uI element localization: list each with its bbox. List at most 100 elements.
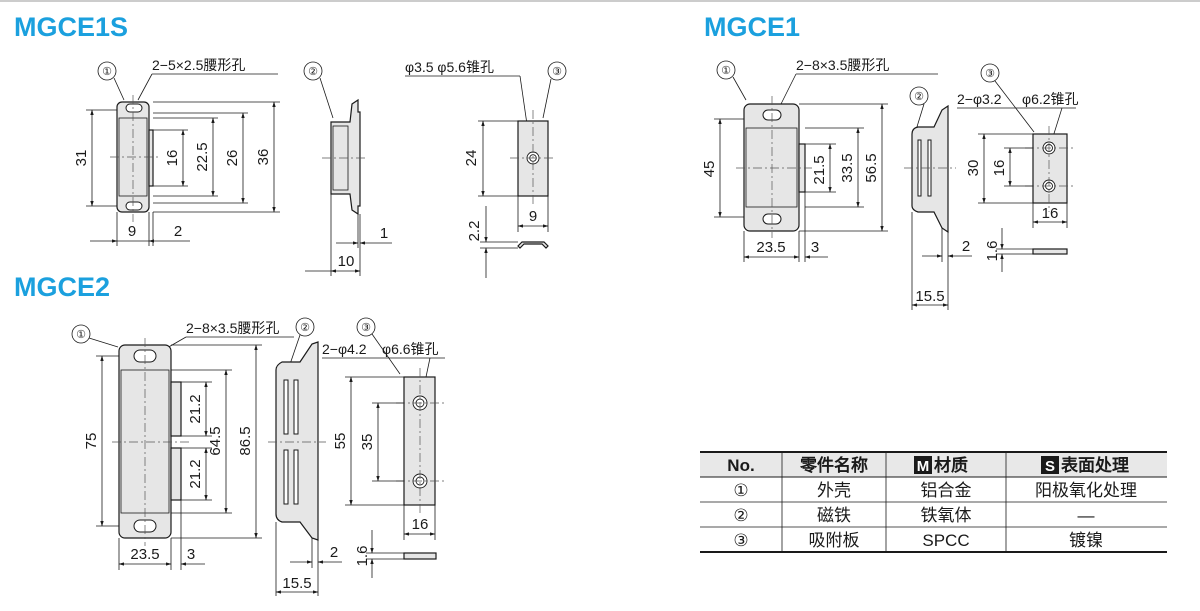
svg-text:15.5: 15.5 [915,288,944,305]
svg-text:①: ① [102,66,112,78]
mgce1s-dimensions: 31 16 22.5 26 36 9 2 [73,101,280,246]
svg-text:1: 1 [380,225,388,242]
svg-text:3: 3 [187,546,195,563]
svg-text:10: 10 [338,253,355,270]
svg-text:外壳: 外壳 [817,481,851,500]
svg-text:35: 35 [359,434,376,451]
material-badge-label: M [917,458,930,475]
table-row: ① 外壳 铝合金 阳极氧化处理 [733,481,1137,500]
mgce1-title: MGCE1 [704,12,800,42]
svg-text:15.5: 15.5 [282,575,311,592]
mgce2-plate-note-2: φ6.6锥孔 [382,341,439,357]
svg-text:2: 2 [174,223,182,240]
mgce2-section: MGCE2 ① 2−8×3.5腰形孔 75 21.2 [14,272,445,596]
svg-text:36: 36 [255,149,272,166]
table-header-material: 材质 [934,455,968,475]
svg-text:21.2: 21.2 [187,394,204,423]
svg-text:24: 24 [463,150,480,167]
svg-text:33.5: 33.5 [839,153,856,182]
svg-text:1.6: 1.6 [354,546,371,567]
svg-text:①: ① [76,329,86,341]
svg-text:SPCC: SPCC [922,531,969,550]
svg-text:21.2: 21.2 [187,459,204,488]
svg-text:①: ① [733,481,748,500]
mgce1-section: MGCE1 ① 2−8×3.5腰形孔 45 21.5 [701,12,1079,310]
material-badge [914,456,932,474]
mgce2-balloon-1: ① [71,324,119,348]
mgce2-housing-front [112,338,190,546]
svg-text:64.5: 64.5 [207,426,224,455]
table-row: ③ 吸附板 SPCC 镀镍 [733,531,1103,550]
mgce1-housing-front [736,96,812,238]
svg-text:2.2: 2.2 [466,221,483,242]
table-row: ② 磁铁 铁氧体 — [733,506,1094,525]
svg-text:③: ③ [985,68,995,80]
svg-text:22.5: 22.5 [194,142,211,171]
mgce2-hole-note: 2−8×3.5腰形孔 [186,320,279,336]
svg-text:45: 45 [701,161,718,178]
mgce1s-magnet-side: ② 1 10 [303,61,392,276]
mgce1s-hole-note: 2−5×2.5腰形孔 [152,57,245,73]
svg-text:铁氧体: 铁氧体 [921,506,972,525]
svg-text:16: 16 [991,160,1008,177]
svg-text:16: 16 [412,516,429,533]
svg-text:2: 2 [962,238,970,255]
mgce1s-plate: φ3.5 φ5.6锥孔 ③ 24 9 2.2 [405,59,567,278]
svg-text:30: 30 [965,160,982,177]
table-header-bg [700,452,1167,477]
mgce1-plate: ③ 2−φ3.2 φ6.2锥孔 30 16 16 [957,63,1079,272]
svg-text:2: 2 [330,544,338,561]
mgce2-dimensions: 75 21.2 21.2 64.5 86.5 23.5 3 [83,344,262,570]
svg-text:16: 16 [164,150,181,167]
mgce1-hole-note: 2−8×3.5腰形孔 [796,57,889,73]
svg-text:磁铁: 磁铁 [817,506,851,525]
svg-text:9: 9 [128,223,136,240]
table-header-name: 零件名称 [799,455,868,475]
mgce1s-housing-front [110,95,160,222]
mgce2-title: MGCE2 [14,272,110,302]
svg-text:②: ② [914,91,924,103]
mgce1s-plate-note: φ3.5 φ5.6锥孔 [405,59,494,75]
mgce1-plate-note: 2−φ3.2 [957,91,1002,107]
mgce2-plate-note: 2−φ4.2 [322,341,367,357]
svg-text:9: 9 [529,208,537,225]
surface-badge [1041,456,1059,474]
mgce1-plate-note-2: φ6.2锥孔 [1022,91,1079,107]
svg-text:21.5: 21.5 [811,155,828,184]
svg-text:①: ① [721,65,731,77]
svg-text:31: 31 [73,150,90,167]
svg-text:16: 16 [1042,205,1059,222]
svg-text:②: ② [300,322,310,334]
svg-text:③: ③ [733,531,748,550]
mgce1s-section: MGCE1S ① 2−5×2.5腰形孔 31 [14,12,567,278]
svg-text:26: 26 [224,150,241,167]
svg-text:③: ③ [552,66,562,78]
svg-text:56.5: 56.5 [863,153,880,182]
material-table: No. 零件名称 M 材质 S 表面处理 ① 外壳 铝合金 阳极氧化处理 ② 磁… [700,451,1167,553]
mgce1s-balloon-1: ① [97,61,125,101]
svg-text:—: — [1078,506,1095,525]
mgce2-plate: ③ 2−φ4.2 φ6.6锥孔 55 35 16 [322,317,445,578]
surface-badge-label: S [1045,458,1055,475]
svg-text:75: 75 [83,433,100,450]
svg-text:1.6: 1.6 [984,241,1001,262]
svg-text:23.5: 23.5 [130,546,159,563]
mgce1-magnet-side: ② 2 15.5 [904,86,972,310]
svg-text:③: ③ [361,322,371,334]
svg-text:②: ② [308,66,318,78]
svg-text:55: 55 [332,433,349,450]
svg-text:阳极氧化处理: 阳极氧化处理 [1035,481,1137,500]
svg-text:3: 3 [811,239,819,256]
svg-text:铝合金: 铝合金 [921,481,972,500]
mgce1s-title: MGCE1S [14,12,128,42]
svg-text:86.5: 86.5 [237,426,254,455]
mgce1-dimensions: 45 21.5 33.5 56.5 23.5 3 [701,103,888,262]
table-header-surface: 表面处理 [1061,455,1129,475]
mgce1-balloon-1: ① [716,60,747,101]
mgce2-magnet-side: ② 2 15.5 [268,317,342,596]
svg-text:吸附板: 吸附板 [809,531,860,550]
svg-text:镀镍: 镀镍 [1069,531,1103,550]
svg-text:23.5: 23.5 [756,239,785,256]
